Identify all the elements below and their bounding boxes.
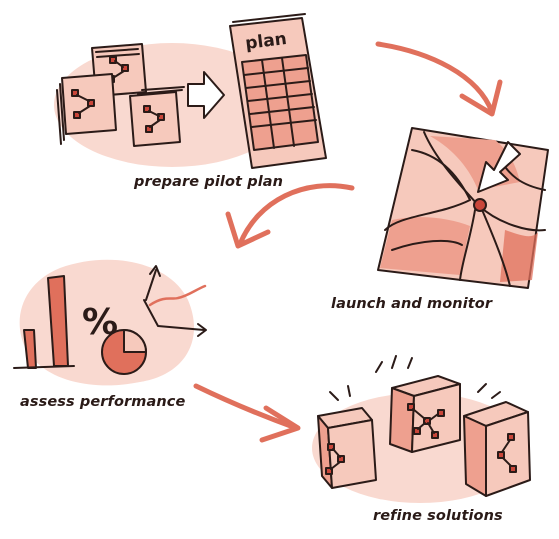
cube-stack-icon	[56, 43, 185, 147]
cube-icon	[463, 401, 531, 497]
bar-chart-icon	[13, 275, 75, 369]
cube-icon	[389, 375, 461, 453]
prepare-step: plan	[54, 13, 327, 169]
flow-arrow-icon	[193, 383, 301, 443]
launch-step	[377, 127, 549, 289]
assess-step: %	[13, 259, 207, 386]
cube-icon	[317, 407, 377, 489]
assess-caption: assess performance	[20, 394, 186, 410]
line-chart-icon	[143, 265, 207, 337]
flow-arrow-icon	[225, 183, 355, 249]
launch-caption: launch and monitor	[331, 296, 493, 312]
flow-arrow-icon	[375, 41, 503, 117]
refine-caption: refine solutions	[373, 508, 503, 524]
prepare-caption: prepare pilot plan	[134, 174, 284, 190]
plan-document-icon	[229, 13, 327, 169]
pie-chart-icon	[101, 329, 147, 375]
location-pin-icon	[473, 198, 487, 212]
map-icon	[377, 127, 549, 289]
arrow-right-icon	[187, 71, 225, 119]
refine-step	[312, 355, 531, 503]
